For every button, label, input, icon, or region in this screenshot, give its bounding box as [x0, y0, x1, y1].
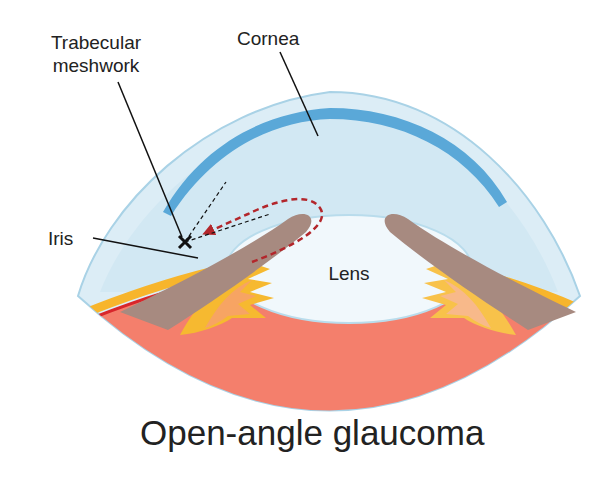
aqueous-flow-arrow: [208, 199, 322, 262]
blockage-stroke: [179, 236, 191, 248]
lens-label: Lens: [224, 262, 474, 285]
ciliary-process: [440, 280, 491, 328]
iris-right: [385, 214, 576, 330]
anterior-chamber: [100, 112, 558, 292]
diagram-title: Open-angle glaucoma: [140, 412, 484, 454]
ciliary-process: [205, 280, 256, 328]
ciliary-body: [180, 264, 274, 335]
angle-line: [185, 214, 270, 242]
lens-shape: Lens: [224, 213, 474, 325]
blockage-stroke: [179, 236, 191, 248]
leader-line: [93, 238, 198, 258]
iris-left: [120, 214, 311, 330]
ciliary-body-left: [180, 264, 274, 335]
part-label: Cornea: [237, 27, 299, 50]
leader-line: [118, 82, 182, 237]
part-label: Trabecular meshwork: [40, 31, 152, 77]
part-label: Iris: [48, 227, 73, 250]
leader-line: [280, 52, 318, 136]
blockage-mark: [179, 236, 191, 248]
angle-line: [185, 182, 226, 242]
ciliary-body-right: [422, 264, 516, 335]
cornea-band: [163, 108, 507, 216]
ciliary-body: [422, 264, 516, 335]
